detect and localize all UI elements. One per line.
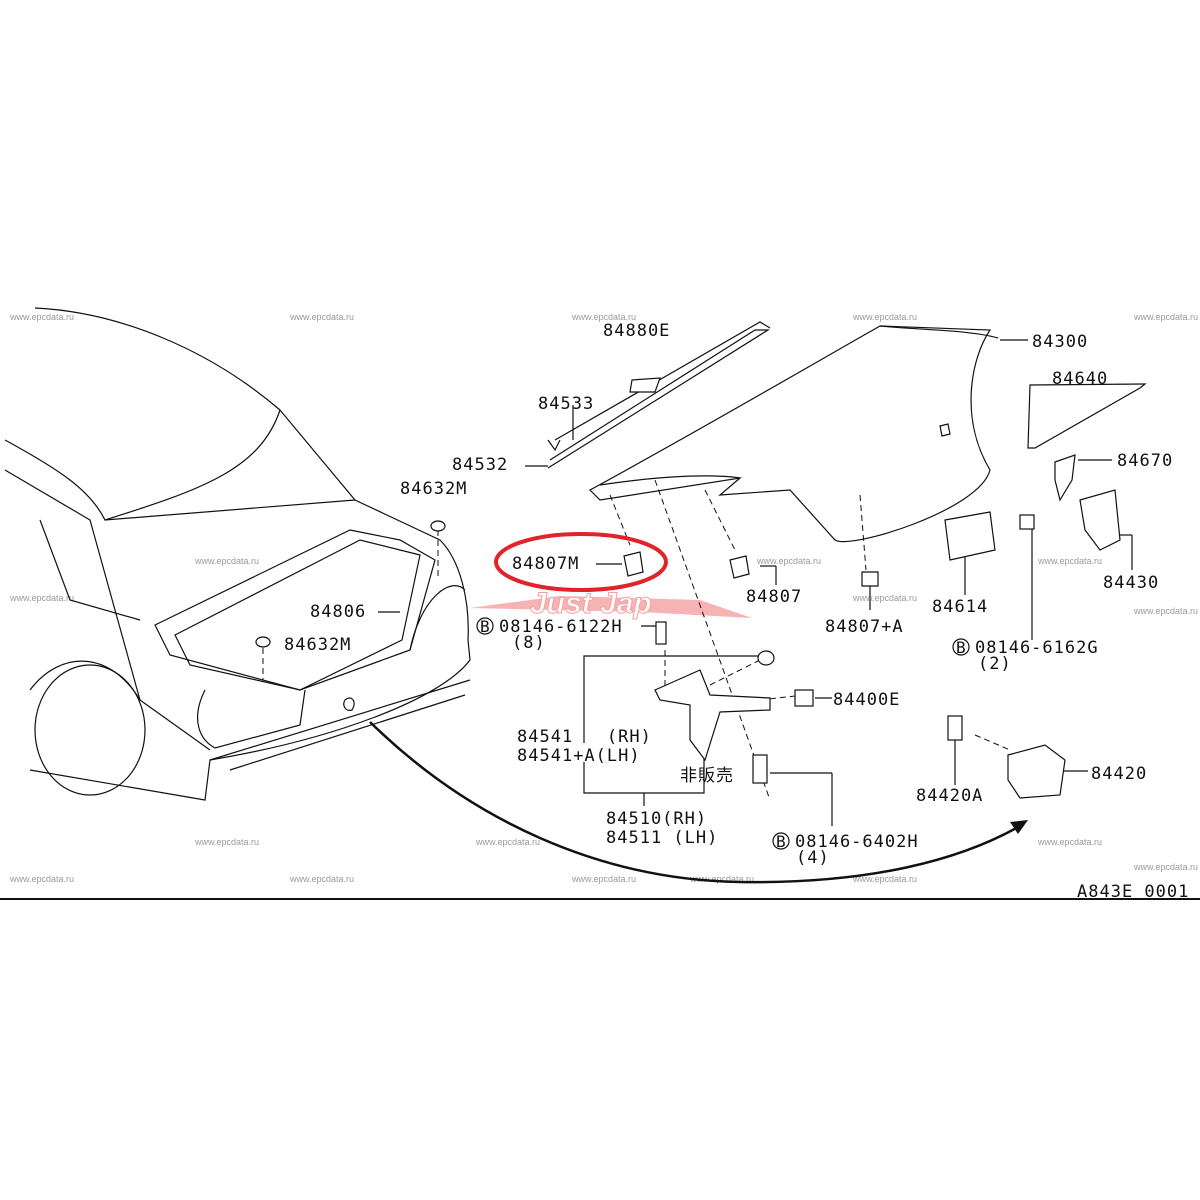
bolt-6122H	[655, 621, 667, 645]
bolt-marker: B	[480, 617, 490, 636]
label-84807A[interactable]: 84807+A	[825, 617, 904, 637]
watermark: www.epcdata.ru	[194, 556, 259, 566]
watermark: www.epcdata.ru	[852, 874, 917, 884]
stay-84640	[1027, 383, 1147, 449]
qty-08146-6122H: (8)	[512, 633, 546, 653]
relocation-arrow	[369, 721, 1021, 884]
trunk-lid-84300	[589, 325, 999, 542]
label-84541A[interactable]: 84541+A(LH)	[517, 746, 641, 766]
label-84632M-lower[interactable]: 84632M	[284, 635, 351, 655]
watermark: www.epcdata.ru	[289, 312, 354, 322]
qty-08146-6402H: (4)	[796, 848, 830, 868]
bolt-marker-icon	[772, 832, 790, 850]
label-84532[interactable]: 84532	[452, 455, 508, 475]
label-84806[interactable]: 84806	[310, 602, 366, 622]
torsion-bars	[547, 321, 771, 469]
label-84511[interactable]: 84511 (LH)	[606, 828, 718, 848]
bolt-6162G	[1019, 514, 1035, 530]
plug-84632M-lower	[255, 636, 271, 648]
bolt-marker-icon	[476, 617, 494, 635]
watermark: www.epcdata.ru	[9, 874, 74, 884]
watermark: www.epcdata.ru	[194, 837, 259, 847]
bumper-84807	[729, 555, 750, 579]
watermark: www.epcdata.ru	[1037, 837, 1102, 847]
label-84632M-top[interactable]: 84632M	[400, 479, 467, 499]
watermark: www.epcdata.ru	[1133, 312, 1198, 322]
label-84640[interactable]: 84640	[1052, 369, 1108, 389]
just-jap-logo: Just Jap	[470, 587, 752, 621]
bolt-6402H	[752, 754, 768, 784]
cap-84400E	[794, 689, 814, 707]
bumper-84807A	[861, 571, 879, 587]
watermark: www.epcdata.ru	[756, 556, 821, 566]
label-84614[interactable]: 84614	[932, 597, 988, 617]
diagram-code: A843E 0001	[1077, 882, 1189, 902]
bolt-marker-icon	[952, 638, 970, 656]
label-not-for-sale: 非販売	[680, 766, 734, 786]
highlight-circle	[494, 532, 668, 592]
label-08146-6162G[interactable]: 08146-6162G	[975, 638, 1099, 658]
hinge-84510	[654, 669, 771, 762]
watermark: www.epcdata.ru	[9, 593, 74, 603]
watermark: www.epcdata.ru	[1133, 606, 1198, 616]
label-84880E[interactable]: 84880E	[603, 321, 670, 341]
watermark: www.epcdata.ru	[289, 874, 354, 884]
cylinder-84670	[1054, 454, 1076, 502]
actuator-84420A	[947, 715, 963, 741]
watermark: www.epcdata.ru	[1133, 862, 1198, 872]
lamp-84614	[944, 511, 996, 561]
car-rear-outline	[4, 307, 471, 801]
label-84420[interactable]: 84420	[1091, 764, 1147, 784]
label-84400E[interactable]: 84400E	[833, 690, 900, 710]
bumper-84807M	[623, 551, 644, 577]
watermark: www.epcdata.ru	[9, 312, 74, 322]
bolt-marker: B	[776, 832, 786, 851]
watermark: www.epcdata.ru	[852, 593, 917, 603]
logo-text: Just Jap	[530, 587, 652, 620]
plug-84632M-top	[430, 520, 446, 532]
label-84533[interactable]: 84533	[538, 394, 594, 414]
label-84807M[interactable]: 84807M	[512, 554, 579, 574]
label-84541[interactable]: 84541 (RH)	[517, 727, 652, 747]
label-84300[interactable]: 84300	[1032, 332, 1088, 352]
label-84807[interactable]: 84807	[746, 587, 802, 607]
watermark: www.epcdata.ru	[852, 312, 917, 322]
parts	[623, 383, 1147, 799]
striker-84430	[1079, 489, 1121, 551]
watermark: www.epcdata.ru	[571, 312, 636, 322]
label-08146-6402H[interactable]: 08146-6402H	[795, 832, 919, 852]
watermark: www.epcdata.ru	[1037, 556, 1102, 566]
watermark: www.epcdata.ru	[571, 874, 636, 884]
label-84510[interactable]: 84510(RH)	[606, 809, 707, 829]
qty-08146-6162G: (2)	[978, 654, 1012, 674]
label-84430[interactable]: 84430	[1103, 573, 1159, 593]
label-84670[interactable]: 84670	[1117, 451, 1173, 471]
watermarks: www.epcdata.ru www.epcdata.ru www.epcdat…	[9, 312, 1198, 884]
bolt-marker: B	[956, 638, 966, 657]
label-08146-6122H[interactable]: 08146-6122H	[499, 617, 623, 637]
label-84420A[interactable]: 84420A	[916, 786, 983, 806]
watermark: www.epcdata.ru	[475, 837, 540, 847]
watermark: www.epcdata.ru	[689, 874, 754, 884]
lock-84420	[1007, 744, 1066, 799]
part-labels: 84880E 84533 84532 84300 84640 84670 846…	[284, 321, 1189, 902]
